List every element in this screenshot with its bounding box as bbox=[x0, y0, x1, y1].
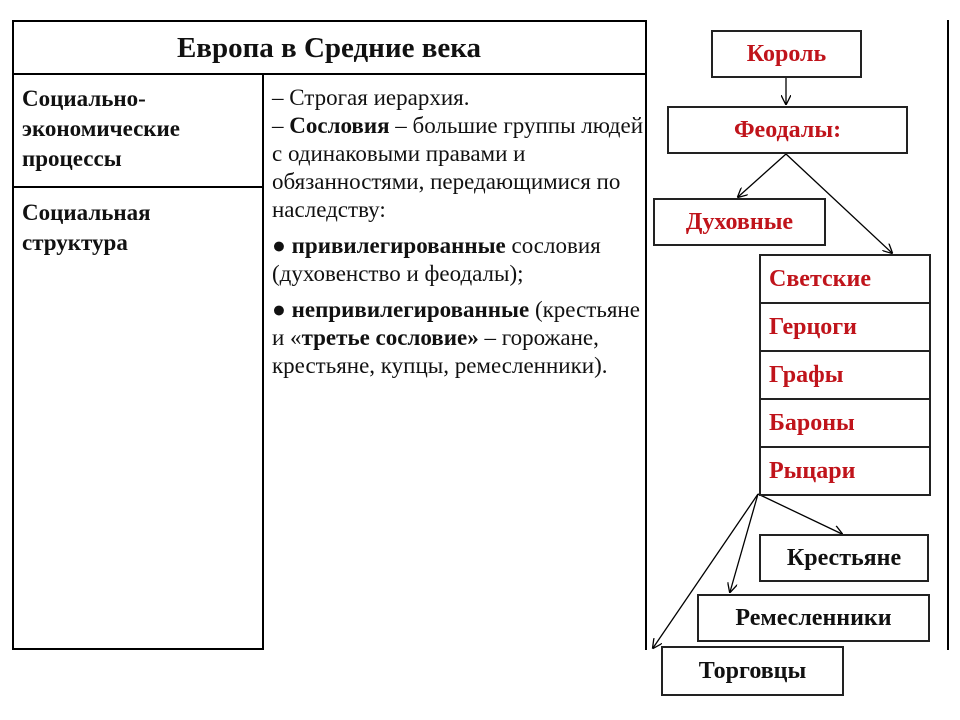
term-estates: Сословия bbox=[289, 113, 390, 138]
third-estate-description: – горожане, крестьяне, купцы, ремесленни… bbox=[272, 325, 608, 378]
bullet-icon: ● bbox=[272, 297, 292, 322]
privileged-description: сословия (духовенство и феодалы); bbox=[272, 233, 601, 286]
diagram-left-edge bbox=[645, 20, 647, 650]
table-border-left bbox=[12, 20, 14, 650]
hierarchy-line: – Строгая иерархия. bbox=[272, 85, 470, 110]
bullet-icon: ● bbox=[272, 233, 292, 258]
term-unprivileged: непривилегированные bbox=[291, 297, 530, 322]
barons-row: Бароны bbox=[761, 400, 929, 448]
knights-row: Рыцари bbox=[769, 458, 856, 484]
secular-header: Светские bbox=[761, 256, 929, 304]
privileged-item: ● привилегированные сословия (духовенств… bbox=[272, 232, 644, 288]
row-label-socio-economic: Социально- экономические процессы bbox=[22, 86, 181, 171]
artisans-box: Ремесленники bbox=[697, 594, 930, 642]
estates-definition: – Сословия – большие группы людей с один… bbox=[272, 112, 644, 224]
content-text: – Строгая иерархия. – Сословия – большие… bbox=[272, 84, 644, 388]
table-title: Европа в Средние века bbox=[176, 32, 482, 64]
peasants-box: Крестьяне bbox=[759, 534, 929, 582]
row-label-social-structure: Социальная структура bbox=[22, 200, 151, 255]
dukes-row: Герцоги bbox=[761, 304, 929, 352]
unprivileged-description: (крестьяне и « bbox=[272, 297, 640, 350]
arrow-feudals-clergy bbox=[738, 153, 787, 197]
counts-row: Графы bbox=[761, 352, 929, 400]
arrow-to-artisans bbox=[730, 493, 759, 592]
clergy-box: Духовные bbox=[653, 198, 826, 246]
table-column-divider bbox=[262, 73, 264, 650]
arrow-to-peasants bbox=[757, 493, 842, 534]
traders-box: Торговцы bbox=[661, 646, 844, 696]
arrow-feudals-secular bbox=[785, 153, 892, 253]
table-border-bottom bbox=[12, 648, 264, 650]
table-border-top bbox=[12, 20, 646, 22]
unprivileged-item: ● непривилегированные (крестьяне и «трет… bbox=[272, 296, 644, 380]
term-privileged: привилегированные bbox=[291, 233, 506, 258]
table-row-divider bbox=[12, 186, 263, 188]
term-third-estate: третье сословие» bbox=[301, 325, 479, 350]
table-title-divider bbox=[12, 73, 646, 75]
arrow-to-traders bbox=[653, 493, 759, 648]
king-box: Король bbox=[711, 30, 862, 78]
diagram-right-edge bbox=[947, 20, 949, 650]
feudals-box: Феодалы: bbox=[667, 106, 908, 154]
estates-description: – большие группы людей с одинаковыми пра… bbox=[272, 113, 644, 222]
secular-group: Светские Герцоги Графы Бароны Рыцари bbox=[759, 254, 931, 496]
dash: – bbox=[272, 113, 290, 138]
